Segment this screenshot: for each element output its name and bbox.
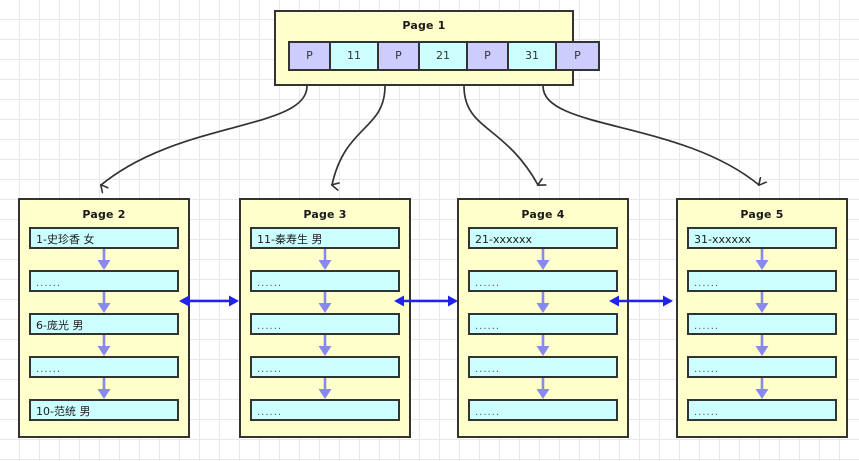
leaf-row-placeholder[interactable]: ......	[687, 313, 837, 335]
root-cell-key-3[interactable]: 21	[420, 43, 468, 69]
leaf-page-title: Page 2	[82, 208, 126, 221]
leaf-row-record[interactable]: 6-庞光 男	[29, 313, 179, 335]
leaf-page-title: Page 3	[303, 208, 347, 221]
leaf-row-placeholder[interactable]: ......	[687, 399, 837, 421]
root-cell-pointer-6[interactable]: P	[557, 43, 598, 69]
leaf-row-placeholder[interactable]: ......	[250, 399, 400, 421]
leaf-row-placeholder[interactable]: ......	[687, 356, 837, 378]
leaf-row-record[interactable]: 31-xxxxxx	[687, 227, 837, 249]
row-link-arrow	[459, 292, 627, 313]
row-link-arrow	[678, 292, 846, 313]
row-link-arrow	[241, 335, 409, 356]
connector-root-to-page2	[101, 85, 308, 185]
leaf-row-list: 11-秦寿生 男........................	[241, 227, 409, 421]
connector-root-to-page5	[542, 85, 759, 185]
leaf-row-placeholder[interactable]: ......	[468, 399, 618, 421]
leaf-row-placeholder[interactable]: ......	[250, 270, 400, 292]
sibling-link-page2-page3	[179, 295, 239, 307]
leaf-row-list: 31-xxxxxx........................	[678, 227, 846, 421]
leaf-page-page-5[interactable]: Page 5 31-xxxxxx........................	[676, 198, 848, 438]
leaf-row-placeholder[interactable]: ......	[468, 313, 618, 335]
leaf-page-page-2[interactable]: Page 2 1-史珍香 女...... 6-庞光 男...... 10-范统 男	[18, 198, 190, 438]
leaf-row-placeholder[interactable]: ......	[250, 313, 400, 335]
leaf-row-placeholder[interactable]: ......	[468, 356, 618, 378]
leaf-page-page-4[interactable]: Page 4 21-xxxxxx........................	[457, 198, 629, 438]
leaf-row-record[interactable]: 11-秦寿生 男	[250, 227, 400, 249]
row-link-arrow	[459, 249, 627, 270]
row-link-arrow	[678, 335, 846, 356]
leaf-row-list: 21-xxxxxx........................	[459, 227, 627, 421]
leaf-page-title: Page 5	[740, 208, 784, 221]
root-cell-pointer-2[interactable]: P	[379, 43, 420, 69]
row-link-arrow	[459, 378, 627, 399]
leaf-row-placeholder[interactable]: ......	[29, 270, 179, 292]
leaf-page-page-3[interactable]: Page 3 11-秦寿生 男........................	[239, 198, 411, 438]
leaf-row-placeholder[interactable]: ......	[687, 270, 837, 292]
row-link-arrow	[241, 292, 409, 313]
leaf-row-record[interactable]: 1-史珍香 女	[29, 227, 179, 249]
root-cell-key-1[interactable]: 11	[331, 43, 379, 69]
row-link-arrow	[678, 249, 846, 270]
sibling-link-page4-page5	[609, 295, 673, 307]
root-cell-key-5[interactable]: 31	[509, 43, 557, 69]
row-link-arrow	[20, 378, 188, 399]
root-cell-pointer-4[interactable]: P	[468, 43, 509, 69]
leaf-row-list: 1-史珍香 女...... 6-庞光 男...... 10-范统 男	[20, 227, 188, 421]
leaf-row-placeholder[interactable]: ......	[468, 270, 618, 292]
leaf-row-record[interactable]: 10-范统 男	[29, 399, 179, 421]
sibling-link-page3-page4	[394, 295, 458, 307]
row-link-arrow	[678, 378, 846, 399]
row-link-arrow	[241, 249, 409, 270]
row-link-arrow	[20, 249, 188, 270]
row-link-arrow	[20, 292, 188, 313]
leaf-row-record[interactable]: 21-xxxxxx	[468, 227, 618, 249]
row-link-arrow	[20, 335, 188, 356]
root-cell-pointer-0[interactable]: P	[290, 43, 331, 69]
row-link-arrow	[459, 335, 627, 356]
connector-root-to-page4	[463, 85, 538, 185]
connector-root-to-page3	[332, 85, 386, 185]
row-link-arrow	[241, 378, 409, 399]
leaf-row-placeholder[interactable]: ......	[29, 356, 179, 378]
root-page-title: Page 1	[402, 19, 446, 32]
leaf-row-placeholder[interactable]: ......	[250, 356, 400, 378]
leaf-page-title: Page 4	[521, 208, 565, 221]
